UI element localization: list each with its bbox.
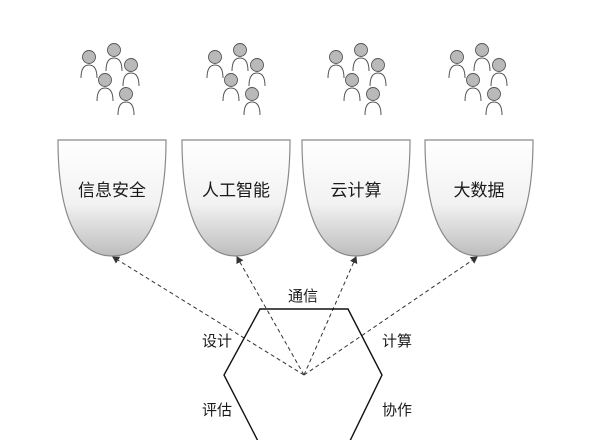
person-icon [448,50,466,79]
hexagon-label-top: 通信 [288,287,318,305]
people-group-3 [327,43,387,116]
person-icon [364,87,382,116]
hexagon-label-upper-right: 计算 [382,332,412,350]
hexagon-label-lower-left: 评估 [202,401,232,419]
people-group-4 [448,43,508,116]
domain-label: 人工智能 [202,181,270,201]
person-icon [327,50,345,79]
domain-cup-3: 云计算 [301,139,411,257]
people-group-1 [80,43,140,116]
domain-cup-1: 信息安全 [57,139,167,257]
domain-label: 信息安全 [78,181,146,201]
person-icon [485,87,503,116]
hexagon-label-lower-right: 协作 [382,401,412,419]
domain-cup-4: 大数据 [424,139,534,257]
person-icon [473,43,491,72]
domain-label: 云计算 [331,181,382,201]
person-icon [80,50,98,79]
person-icon [243,87,261,116]
arrow-to-cup-2 [236,256,305,376]
domain-label: 大数据 [454,181,505,201]
person-icon [206,50,224,79]
person-icon [248,58,266,87]
skills-hexagon [223,308,383,440]
hexagon-label-upper-left: 设计 [202,332,232,350]
person-icon [117,87,135,116]
arrow-to-cup-1 [112,256,305,376]
person-icon [222,73,240,102]
dashed-arrows [112,256,478,376]
people-group-2 [206,43,266,116]
domain-cup-2: 人工智能 [181,139,291,257]
person-icon [105,43,123,72]
person-icon [464,73,482,102]
person-icon [369,58,387,87]
person-icon [96,73,114,102]
person-icon [490,58,508,87]
person-icon [352,43,370,72]
arrow-to-cup-3 [303,256,358,376]
person-icon [122,58,140,87]
person-icon [343,73,361,102]
person-icon [231,43,249,72]
